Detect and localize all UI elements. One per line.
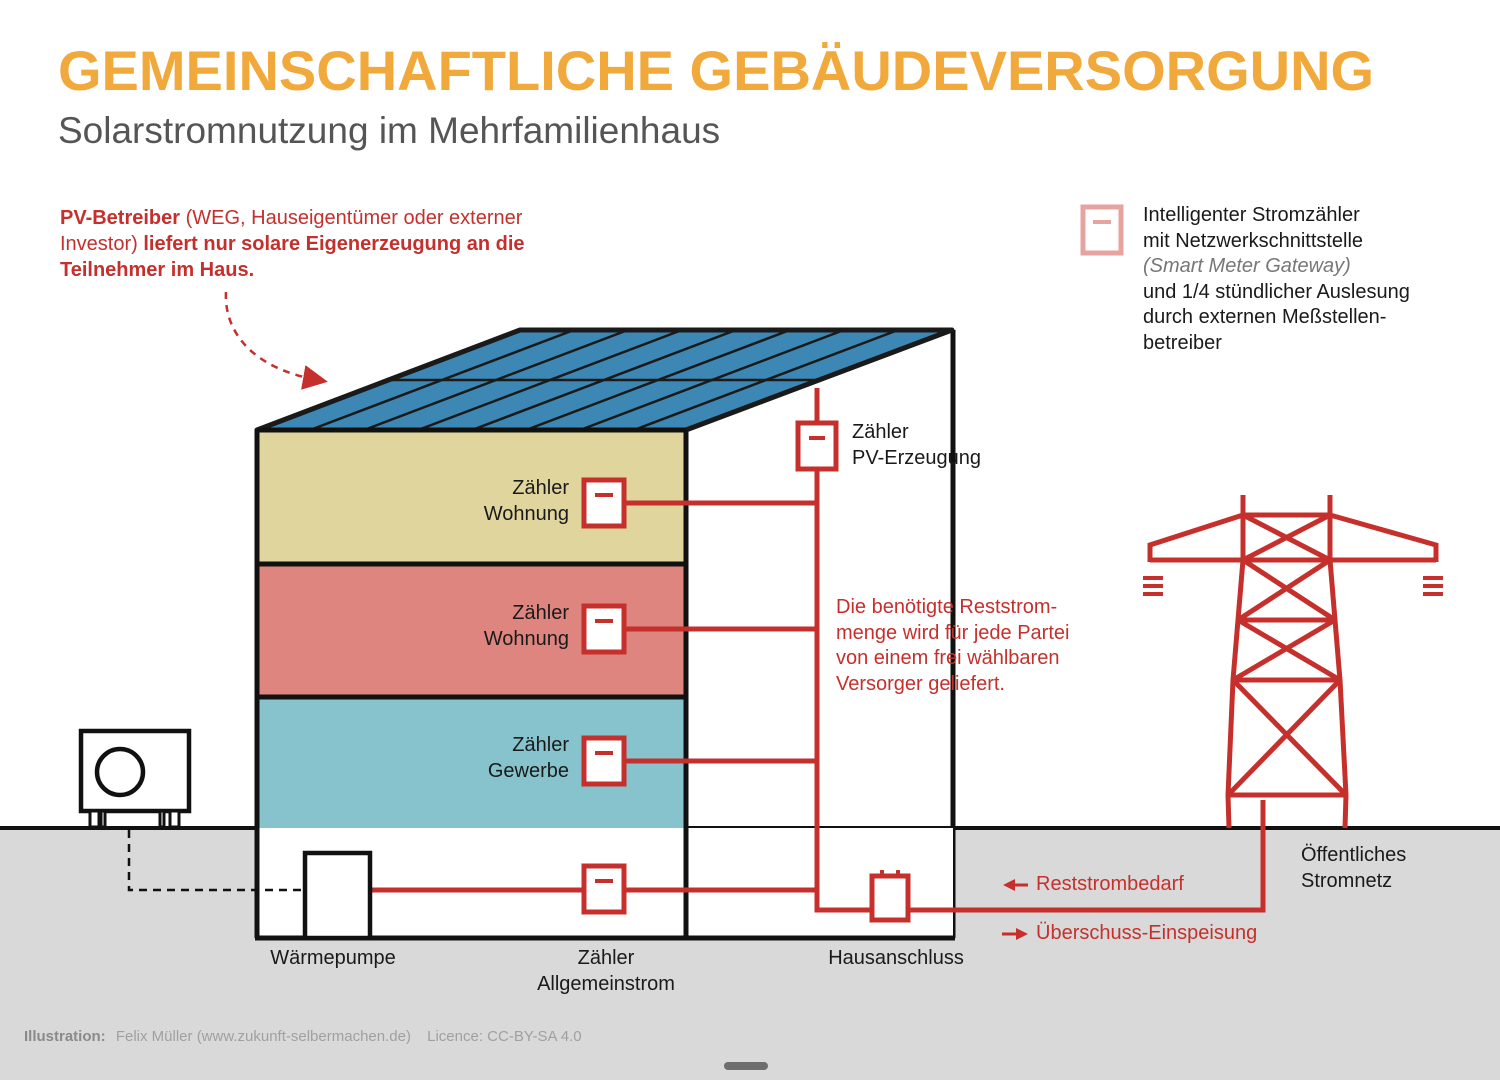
heat-pump-pipe (127, 830, 305, 892)
house-connection-label: Hausanschluss (828, 947, 964, 969)
meter-commerce-icon (581, 735, 627, 787)
meter-flat-2-label: Zähler Wohnung (483, 602, 569, 650)
legend-line-2: mit Netzwerkschnittstelle (1143, 229, 1364, 252)
outdoor-unit-icon (78, 728, 192, 829)
legend-meter-icon (1080, 204, 1124, 256)
meter-flat-2-icon (581, 603, 627, 655)
surplus-feed-label: Überschuss-Einspeisung (1036, 922, 1258, 944)
solar-panels (254, 327, 955, 433)
house-connection-icon (869, 870, 911, 923)
legend-line-5: durch externen Meßstellen- (1143, 306, 1387, 328)
meter-flat-1-icon (581, 477, 627, 529)
flow-arrows (1002, 879, 1028, 940)
public-grid-label: Öffentliches Stromnetz (1301, 844, 1407, 892)
legend-line-6: betreiber (1143, 331, 1222, 354)
footer-credit-label: Illustration: (24, 1028, 106, 1045)
operator-arrow-icon (224, 291, 328, 390)
operator-note-bold-start: PV-Betreiber (60, 207, 181, 229)
supplier-note: Die benötigte Reststrom- menge wird für … (836, 596, 1070, 695)
page-subtitle: Solarstromnutzung im Mehrfamilienhaus (58, 110, 721, 151)
legend-line-1: Intelligenter Stromzähler (1143, 204, 1360, 226)
meter-general-icon (581, 863, 627, 915)
page-title: GEMEINSCHAFTLICHE GEBÄUDEVERSORGUNG (58, 39, 1375, 102)
power-pylon-icon (1143, 495, 1443, 829)
legend-line-3: (Smart Meter Gateway) (1143, 255, 1351, 277)
meter-general-label: Zähler Allgemeinstrom (537, 947, 675, 995)
meter-flat-1-label: Zähler Wohnung (483, 477, 569, 525)
meter-pv-label: Zähler PV-Erzeugung (852, 421, 981, 469)
meter-pv-icon (795, 420, 839, 472)
operator-note-normal: (WEG, Hauseigentümer oder externer Inves… (60, 207, 523, 255)
legend-line-4: und 1/4 stündlicher Auslesung (1143, 280, 1410, 303)
residual-demand-label: Reststrombedarf (1036, 873, 1184, 895)
legend: Intelligenter Stromzähler mit Netzwerksc… (1143, 203, 1410, 356)
footer-credit: Illustration: Felix Müller (www.zukunft-… (24, 1028, 582, 1045)
footer-credit-author: Felix Müller (www.zukunft-selbermachen.d… (115, 1028, 411, 1045)
operator-note: PV-Betreiber (WEG, Hauseigentümer oder e… (60, 205, 550, 283)
scroll-handle[interactable] (724, 1062, 768, 1070)
footer-licence: Licence: CC-BY-SA 4.0 (427, 1028, 582, 1045)
meter-commerce-label: Zähler Gewerbe (487, 734, 569, 782)
operator-note-bold-end: liefert nur solare Eigenerzeugung an die… (60, 233, 525, 281)
heat-pump-unit (302, 850, 373, 941)
heat-pump-label: Wärmepumpe (270, 947, 396, 969)
